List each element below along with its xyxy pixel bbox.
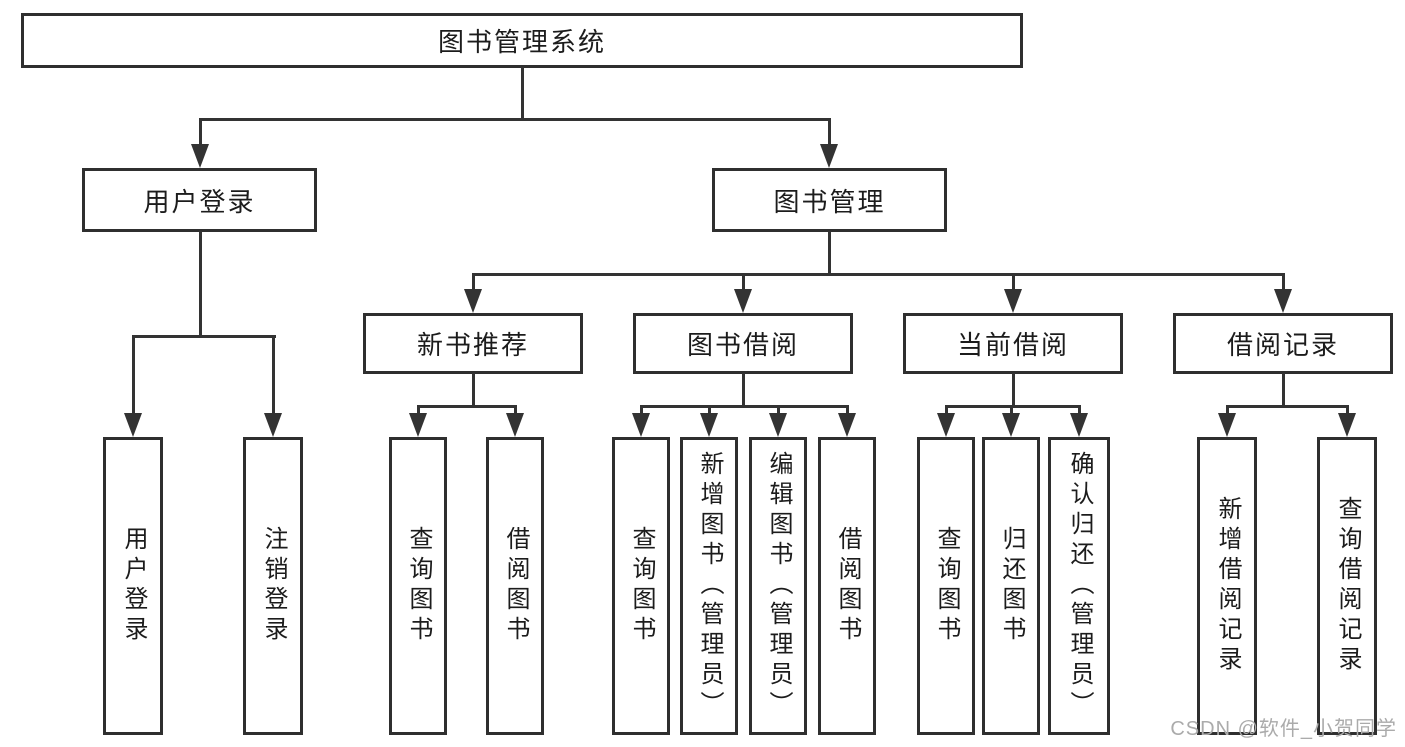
node-book-management-label: 图书管理 (773, 186, 886, 217)
connector-drop (1226, 405, 1229, 415)
arrowhead-down-icon (700, 413, 718, 437)
node-book-borrowing-label: 图书借阅 (686, 330, 799, 360)
arrowhead-down-icon (820, 144, 838, 168)
connector-drop-borrowing-records (1282, 273, 1285, 291)
node-new-book-recommend: 新书推荐 (363, 313, 583, 374)
connector-book-borrowing-split (640, 405, 849, 408)
connector-borrowing-records-split (1226, 405, 1348, 408)
leaf-user-login-label: 用户登录 (120, 526, 147, 646)
leaf-label: 查询图书 (405, 526, 432, 646)
leaf-query-books-borrowing: 查询图书 (612, 437, 670, 735)
connector-user-login-stem (199, 231, 202, 337)
arrowhead-down-icon (409, 413, 427, 437)
leaf-label: 新增图书（管理员） (696, 451, 723, 721)
node-current-borrowing: 当前借阅 (903, 313, 1123, 374)
leaf-label: 借阅图书 (834, 526, 861, 646)
connector-root-stem (521, 67, 524, 119)
leaf-borrow-books-recommend: 借阅图书 (486, 437, 544, 735)
arrowhead-down-icon (264, 413, 282, 437)
connector-drop (846, 405, 849, 415)
node-current-borrowing-label: 当前借阅 (956, 330, 1069, 360)
connector-new-books-split (417, 405, 517, 408)
connector-new-books-stem (472, 373, 475, 407)
leaf-label: 查询图书 (628, 526, 655, 646)
node-library-system-label: 图书管理系统 (437, 27, 606, 57)
connector-drop-user-login (199, 118, 202, 145)
connector-current-borrowing-stem (1012, 373, 1015, 407)
arrowhead-down-icon (1338, 413, 1356, 437)
arrowhead-down-icon (1274, 289, 1292, 313)
connector-drop-book-management (828, 118, 831, 145)
arrowhead-down-icon (1002, 413, 1020, 437)
connector-drop (640, 405, 643, 415)
leaf-query-books-current: 查询图书 (917, 437, 975, 735)
connector-book-borrowing-stem (742, 373, 745, 407)
leaf-logout: 注销登录 (243, 437, 303, 735)
connector-drop-book-borrowing (742, 273, 745, 291)
connector-drop-current-borrowing (1012, 273, 1015, 291)
node-book-management: 图书管理 (712, 168, 947, 232)
leaf-add-borrow-record: 新增借阅记录 (1197, 437, 1257, 735)
csdn-watermark: CSDN @软件_小贺同学 (1170, 718, 1397, 740)
node-borrowing-records-label: 借阅记录 (1226, 330, 1339, 360)
leaf-borrow-books: 借阅图书 (818, 437, 876, 735)
leaf-query-books-recommend: 查询图书 (389, 437, 447, 735)
arrowhead-down-icon (1004, 289, 1022, 313)
arrowhead-down-icon (506, 413, 524, 437)
leaf-logout-label: 注销登录 (260, 526, 287, 646)
node-library-system: 图书管理系统 (21, 13, 1023, 68)
leaf-label: 确认归还（管理员） (1066, 451, 1093, 721)
connector-drop (1078, 405, 1081, 415)
connector-drop-new-books (472, 273, 475, 291)
node-book-borrowing: 图书借阅 (633, 313, 853, 374)
arrowhead-down-icon (937, 413, 955, 437)
leaf-label: 查询借阅记录 (1334, 496, 1361, 676)
leaf-label: 编辑图书（管理员） (765, 451, 792, 721)
arrowhead-down-icon (1218, 413, 1236, 437)
arrowhead-down-icon (191, 144, 209, 168)
leaf-edit-books-admin: 编辑图书（管理员） (749, 437, 807, 735)
connector-user-login-split (132, 335, 276, 338)
connector-drop (1346, 405, 1349, 415)
connector-drop (708, 405, 711, 415)
connector-drop (777, 405, 780, 415)
connector-drop-leaf-logout (272, 335, 275, 415)
arrowhead-down-icon (734, 289, 752, 313)
arrowhead-down-icon (838, 413, 856, 437)
node-user-login-label: 用户登录 (143, 186, 256, 217)
arrowhead-down-icon (124, 413, 142, 437)
leaf-label: 借阅图书 (502, 526, 529, 646)
connector-book-mgmt-split (472, 273, 1285, 276)
leaf-user-login: 用户登录 (103, 437, 163, 735)
connector-current-borrowing-split (945, 405, 1081, 408)
node-new-book-recommend-label: 新书推荐 (416, 330, 529, 360)
arrowhead-down-icon (769, 413, 787, 437)
leaf-label: 新增借阅记录 (1214, 496, 1241, 676)
connector-drop (1010, 405, 1013, 415)
leaf-confirm-return-admin: 确认归还（管理员） (1048, 437, 1110, 735)
arrowhead-down-icon (1070, 413, 1088, 437)
connector-drop-leaf-login (132, 335, 135, 415)
connector-borrowing-records-stem (1282, 373, 1285, 407)
connector-book-mgmt-stem (828, 231, 831, 275)
arrowhead-down-icon (632, 413, 650, 437)
leaf-add-books-admin: 新增图书（管理员） (680, 437, 738, 735)
connector-drop (417, 405, 420, 415)
arrowhead-down-icon (464, 289, 482, 313)
leaf-label: 归还图书 (998, 526, 1025, 646)
node-user-login: 用户登录 (82, 168, 317, 232)
node-borrowing-records: 借阅记录 (1173, 313, 1393, 374)
leaf-return-books: 归还图书 (982, 437, 1040, 735)
connector-root-split (199, 118, 831, 121)
leaf-label: 查询图书 (933, 526, 960, 646)
connector-drop (945, 405, 948, 415)
connector-drop (514, 405, 517, 415)
leaf-query-borrow-record: 查询借阅记录 (1317, 437, 1377, 735)
